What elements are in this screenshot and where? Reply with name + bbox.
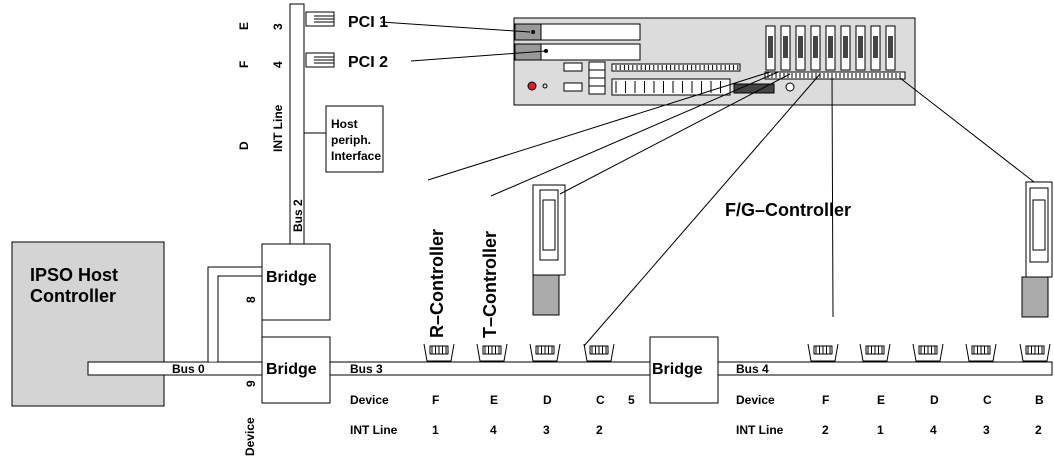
slot-socket-icon (912, 343, 944, 362)
chassis-panel (513, 17, 916, 106)
bus4-label: Bus 4 (736, 362, 769, 376)
bridge-bottom-device-number: 9 (244, 380, 258, 387)
controller-board-bus3 (532, 184, 566, 316)
host-periph-line1: Host (331, 117, 358, 131)
bus4-device-2: D (930, 393, 939, 407)
bus2-device-d: D (237, 141, 251, 150)
bus4-int-row-label: INT Line (736, 423, 784, 437)
pci2-label: PCI 2 (348, 54, 388, 71)
pci2-leader-line (410, 50, 547, 62)
bridge-bus4 (649, 336, 719, 404)
bridge-top-label: Bridge (266, 269, 317, 286)
pci-sockets (305, 11, 335, 68)
bus4-int-4: 2 (1035, 423, 1042, 437)
slot-socket-icon (1019, 343, 1051, 362)
port-strip (615, 81, 721, 93)
bus4-device-4: B (1035, 393, 1044, 407)
host-periph-line3: Interface (331, 149, 381, 163)
slot-socket-icon (859, 343, 891, 362)
bus2-label: Bus 2 (291, 199, 305, 232)
bus3-int-row-label: INT Line (350, 423, 398, 437)
bus0-label: Bus 0 (172, 362, 205, 376)
bus2-int-f: 4 (271, 61, 285, 68)
pci1-label: PCI 1 (348, 14, 388, 31)
slot-sockets (423, 343, 1051, 362)
slot-socket-icon (529, 343, 561, 362)
slot-socket-icon (583, 343, 615, 362)
bus3-device-0: F (432, 393, 439, 407)
bus3-device-2: D (543, 393, 552, 407)
bus-4 (717, 361, 1053, 376)
slot-socket-icon (476, 343, 508, 362)
bus3-device-3: C (596, 393, 605, 407)
bus3-int-1: 4 (490, 423, 497, 437)
host-title-line1: IPSO Host (30, 265, 118, 285)
bus4-device-3: C (983, 393, 992, 407)
pci1-leader-line (380, 21, 531, 33)
bus-3 (329, 361, 651, 376)
bridge-bus4-device-number: 5 (628, 393, 635, 407)
bus4-device-row-label: Device (736, 393, 775, 407)
bus4-int-3: 3 (983, 423, 990, 437)
slot-socket-icon (965, 343, 997, 362)
slot-socket-icon (423, 343, 455, 362)
bus2-device-f: F (237, 61, 251, 68)
t-controller-label: T–Controller (480, 231, 500, 338)
host-periph-line2: periph. (331, 133, 371, 147)
bus4-int-2: 4 (930, 423, 937, 437)
port-strip (615, 65, 739, 70)
bus3-int-0: 1 (432, 423, 439, 437)
panel-card-connectors (765, 25, 896, 71)
bus3-int-3: 2 (596, 423, 603, 437)
bridge-bus3 (261, 336, 331, 404)
int-line-vertical-label: INT Line (271, 104, 285, 152)
port-strip (767, 73, 901, 78)
bus4-device-0: F (822, 393, 829, 407)
bridge-top-device-number: 8 (244, 296, 258, 303)
power-led-icon (527, 81, 537, 91)
bus4-device-1: E (877, 393, 885, 407)
bus4-int-0: 2 (822, 423, 829, 437)
ipso-host-controller (11, 241, 165, 407)
host-periph-interface (325, 105, 384, 173)
bus3-device-1: E (490, 393, 498, 407)
device-vertical-label: Device (243, 417, 257, 456)
bus3-int-2: 3 (543, 423, 550, 437)
bridge-bus4-label: Bridge (652, 361, 703, 378)
bus3-label: Bus 3 (350, 362, 383, 376)
bus-0 (87, 361, 263, 376)
bus4-int-1: 1 (877, 423, 884, 437)
bus2-int-e: 3 (271, 23, 285, 30)
bridge-bus3-label: Bridge (266, 361, 317, 378)
fg-controller-label: F/G–Controller (725, 200, 851, 220)
slot-socket-icon (807, 343, 839, 362)
leader-lines (427, 71, 1035, 347)
controller-board-bus4 (1021, 181, 1053, 318)
bus2-device-e: E (237, 22, 251, 30)
r-controller-label: R–Controller (427, 229, 447, 338)
bus3-device-row-label: Device (350, 393, 389, 407)
host-title-line2: Controller (30, 286, 116, 306)
